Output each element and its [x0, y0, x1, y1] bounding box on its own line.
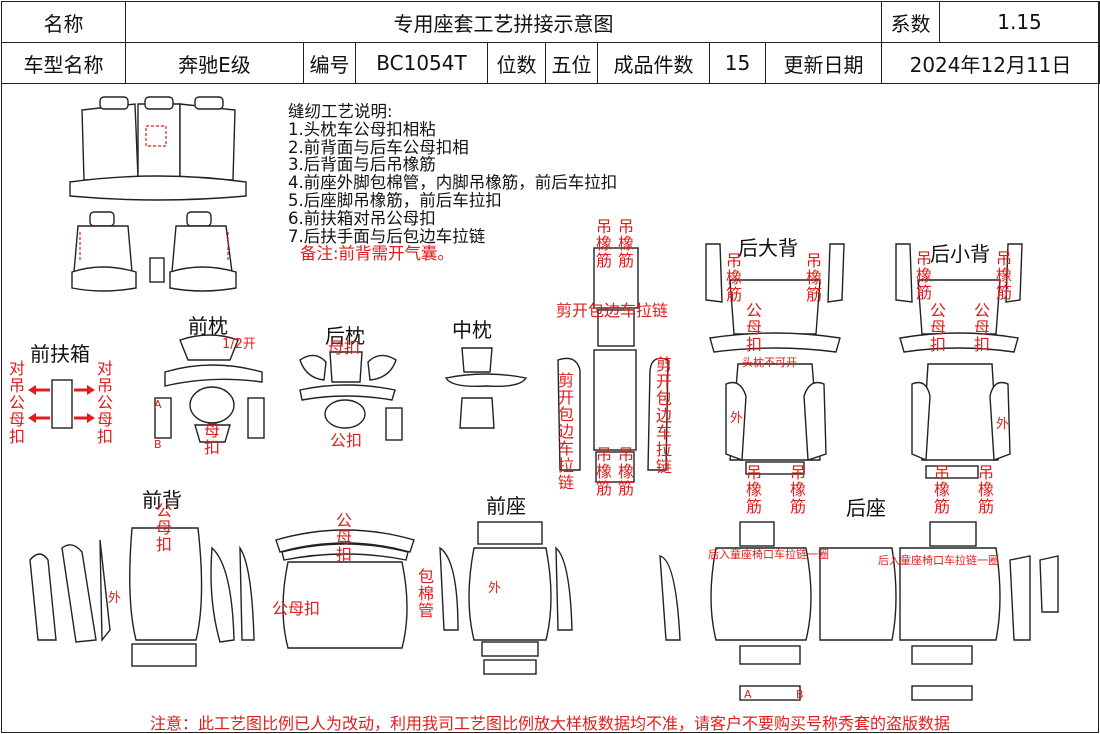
- note-item: 4.前座外脚包棉管，内脚吊橡筋，前后车拉扣: [288, 173, 618, 193]
- label-rear-seat: 后座: [846, 496, 886, 520]
- label-front-headrest: 前枕: [188, 314, 228, 338]
- notes-title: 缝纫工艺说明:: [288, 102, 393, 121]
- note-male-female-clasp: 公母扣: [746, 301, 763, 354]
- rear-small-back-pieces: [895, 243, 1023, 479]
- label-rear-headrest: 后枕: [325, 324, 365, 348]
- note-outer: 外: [488, 581, 502, 596]
- front-back-outer-pieces: [275, 529, 415, 649]
- middle-headrest-pieces: [444, 347, 528, 429]
- note-elastic: 吊橡筋: [746, 463, 763, 516]
- note-outer: 外: [996, 417, 1010, 432]
- note-male-female-clasp: 公母扣: [156, 501, 173, 554]
- front-headrest-pieces: [154, 334, 265, 443]
- note-item: 5.后座脚吊橡筋，前后车拉扣: [288, 190, 502, 210]
- note-elastic: 吊橡筋: [726, 251, 743, 304]
- front-back-pieces: [29, 527, 255, 667]
- note-item: 7.后扶手面与后包边车拉链: [288, 226, 486, 246]
- note-elastic: 吊橡筋: [596, 217, 613, 270]
- note-male-female-clasp: 公母扣: [930, 301, 947, 354]
- label-front-armrest: 前扶箱: [30, 342, 90, 366]
- note-male-female-clasp: 公母扣: [974, 301, 991, 354]
- note-male-female-clasp: 公母扣: [272, 599, 321, 618]
- note-front-headrest-clasp: 母扣: [204, 421, 221, 457]
- note-elastic: 吊橡筋: [618, 217, 635, 270]
- rear-big-back-pieces: [705, 243, 845, 475]
- note-foam-tube: 包棉管: [418, 567, 435, 620]
- note-headrest-mark: 头枕不可开: [742, 356, 797, 369]
- note-child-seat-zip: 后入童座椅口车拉链一圈: [708, 548, 829, 561]
- note-male-female-clasp: 公母扣: [336, 511, 353, 564]
- label-front-seat: 前座: [486, 494, 526, 518]
- label-front-back: 前背: [142, 488, 182, 512]
- header-table: 名称 专用座套工艺拼接示意图 系数 1.15 车型名称 奔驰E级 编号 BC10…: [1, 1, 1100, 84]
- note-outer: 外: [108, 591, 122, 606]
- note-elastic: 吊橡筋: [596, 445, 613, 498]
- code-label: 编号: [303, 42, 356, 84]
- rear-armrest-pieces: [557, 247, 669, 483]
- note-outer: 外: [730, 411, 744, 426]
- note-child-seat-zip: 后入童座椅口车拉链一圈: [878, 554, 999, 567]
- date-label: 更新日期: [765, 42, 882, 84]
- note-elastic: 吊橡筋: [790, 463, 807, 516]
- note-armrest-right: 对吊公母扣: [97, 359, 114, 446]
- model-label: 车型名称: [1, 42, 126, 84]
- note-cut-zip-left: 剪开包边车拉链: [558, 371, 575, 492]
- notes-remark: 备注:前背需开气囊。: [300, 244, 455, 264]
- note-item: 3.后背面与后吊橡筋: [288, 155, 436, 175]
- note-half-open: 1/2开: [222, 337, 256, 352]
- note-elastic: 吊橡筋: [618, 445, 635, 498]
- note-rear-headrest-mukou: 母扣: [328, 338, 361, 357]
- note-armrest-left: 对吊公母扣: [9, 359, 26, 446]
- name-label: 名称: [1, 1, 126, 43]
- mark-a: A: [744, 688, 752, 701]
- label-middle-headrest: 中枕: [452, 318, 492, 342]
- code-value: BC1054T: [355, 42, 488, 84]
- note-cut-zip-right: 剪开包边车拉链: [656, 355, 673, 476]
- rear-seat-pieces: [659, 521, 1059, 701]
- mark-a: A: [154, 398, 162, 411]
- note-item: 2.前背面与后车公母扣相: [288, 137, 469, 157]
- date-value: 2024年12月11日: [881, 42, 1100, 84]
- sheet-title: 专用座套工艺拼接示意图: [125, 1, 882, 43]
- note-item: 6.前扶箱对吊公母扣: [288, 208, 436, 228]
- mark-b: B: [154, 438, 162, 451]
- label-rear-small-back: 后小背: [930, 242, 990, 266]
- note-rear-headrest-gongkou: 公扣: [330, 431, 363, 450]
- pieces-value: 15: [709, 42, 766, 84]
- mark-b: B: [796, 688, 804, 701]
- note-item: 1.头枕车公母扣相粘: [288, 119, 436, 139]
- note-elastic: 吊橡筋: [996, 249, 1013, 302]
- seats-label: 位数: [487, 42, 546, 84]
- model-value: 奔驰E级: [125, 42, 304, 84]
- seats-value: 五位: [545, 42, 598, 84]
- coef-label: 系数: [881, 1, 940, 43]
- note-cut-zip-top: 剪开包边车拉链: [556, 301, 669, 320]
- sewing-notes: 缝纫工艺说明: 1.头枕车公母扣相粘 2.前背面与后车公母扣相 3.后背面与后吊…: [288, 103, 617, 263]
- rear-headrest-pieces: [299, 351, 403, 441]
- pieces-label: 成品件数: [597, 42, 710, 84]
- note-elastic: 吊橡筋: [806, 251, 823, 304]
- front-seat-pieces: [439, 521, 573, 675]
- note-elastic: 吊橡筋: [978, 463, 995, 516]
- note-elastic: 吊橡筋: [916, 249, 933, 302]
- front-armrest-piece: [28, 379, 95, 429]
- copyright-warning: 注意：此工艺图比例已人为改动，利用我司工艺图比例放大样板数据均不准，请客户不要购…: [149, 714, 950, 733]
- note-elastic: 吊橡筋: [934, 463, 951, 516]
- label-rear-big-back: 后大背: [738, 236, 798, 260]
- rear-bench-illustration: [69, 96, 247, 201]
- front-seat-illustration: [71, 211, 237, 292]
